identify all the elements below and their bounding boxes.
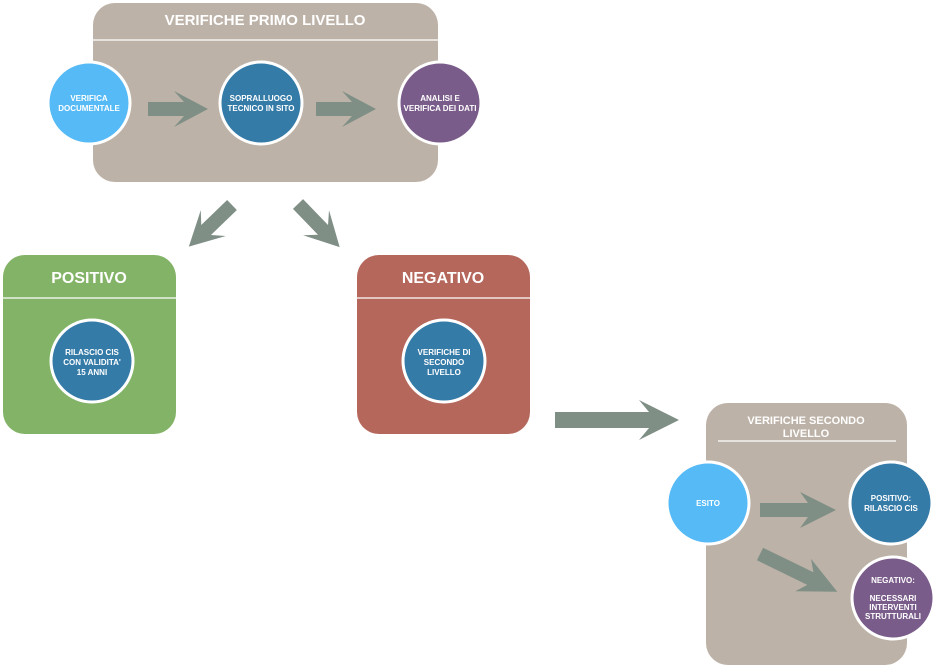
circle-text-line: SECONDO xyxy=(424,358,464,367)
arrow-step1-to-step2 xyxy=(148,91,208,127)
circle-text-line: NEGATIVO: xyxy=(871,576,915,585)
circle-text-line: CON VALIDITA' xyxy=(63,358,121,367)
circle-text-line: STRUTTURALI xyxy=(865,612,921,621)
circle-verifica-documentale: VERIFICA DOCUMENTALE xyxy=(46,60,132,146)
circle-esito: ESITO xyxy=(665,460,751,546)
circle-analisi-dati: ANALISI E VERIFICA DEI DATI xyxy=(397,60,483,146)
circle-text-line: VERIFICHE DI xyxy=(418,348,471,357)
negativo-title: NEGATIVO xyxy=(402,270,484,287)
positivo-title: POSITIVO xyxy=(51,270,127,287)
arrow-to-negativo xyxy=(292,199,340,248)
arrow-to-secondo-livello xyxy=(555,400,679,440)
circle-text-line: RILASCIO CIS xyxy=(864,504,918,513)
circle-text-line: VERIFICA xyxy=(70,94,108,103)
circle-text-line: SOPRALLUOGO xyxy=(230,94,293,103)
arrow-to-positivo xyxy=(188,199,237,247)
arrow-esito-to-positivo xyxy=(760,492,836,528)
circle-rilascio-cis: RILASCIO CIS CON VALIDITA' 15 ANNI xyxy=(49,318,135,404)
circle-verifiche-secondo-livello: VERIFICHE DI SECONDO LIVELLO xyxy=(401,318,487,404)
circle-text-line: ESITO xyxy=(696,499,720,508)
secondo-livello-title-line-1: VERIFICHE SECONDO xyxy=(747,415,865,427)
circle-text-line: NECESSARI xyxy=(870,594,917,603)
primo-livello-title: VERIFICHE PRIMO LIVELLO xyxy=(165,12,366,29)
circle-text-line: ANALISI E xyxy=(420,94,460,103)
circle-esito-negativo: NEGATIVO: NECESSARI INTERVENTI STRUTTURA… xyxy=(850,555,936,641)
circle-text-line: POSITIVO: xyxy=(871,494,911,503)
circle-text-line: INTERVENTI xyxy=(869,603,916,612)
secondo-livello-title-line-2: LIVELLO xyxy=(783,428,830,440)
circle-text-line: VERIFICA DEI DATI xyxy=(404,104,477,113)
circle-text-line: 15 ANNI xyxy=(77,368,107,377)
circle-text-line: TECNICO IN SITO xyxy=(228,104,295,113)
circle-esito-positivo: POSITIVO: RILASCIO CIS xyxy=(848,460,934,546)
circle-sopralluogo: SOPRALLUOGO TECNICO IN SITO xyxy=(218,60,304,146)
arrow-esito-to-negativo xyxy=(756,547,838,592)
circle-text-line: LIVELLO xyxy=(427,368,461,377)
arrow-step2-to-step3 xyxy=(316,91,376,127)
circle-text-line: DOCUMENTALE xyxy=(58,104,120,113)
circle-text-line: RILASCIO CIS xyxy=(65,348,119,357)
